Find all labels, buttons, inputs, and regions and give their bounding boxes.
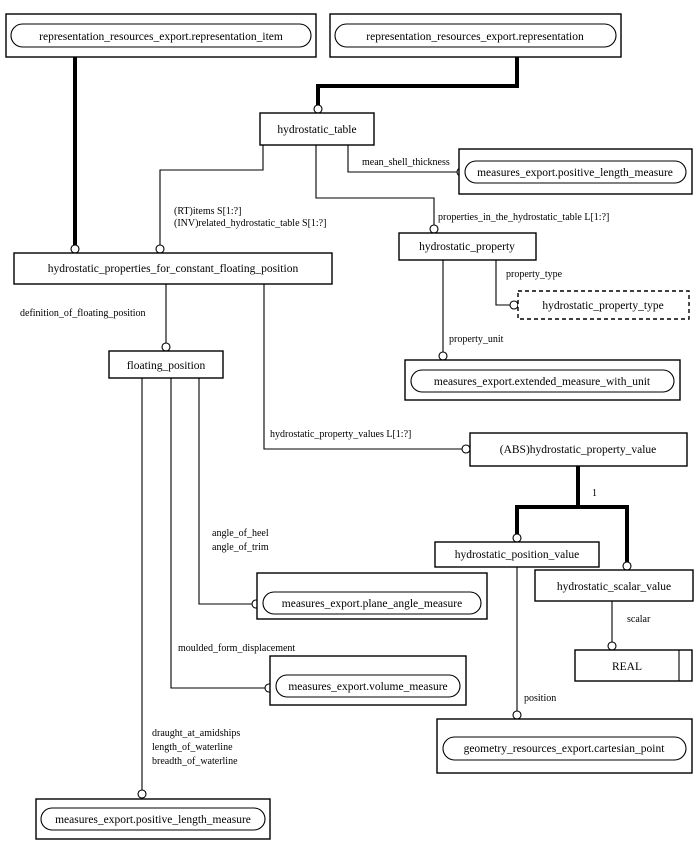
extended-measure-with-unit-label: measures_export.extended_measure_with_un… (434, 376, 651, 388)
label-draught-at-amidships: draught_at_amidships (152, 728, 240, 739)
label-angle-of-trim: angle_of_trim (212, 542, 269, 553)
floating-position-label: floating_position (127, 360, 206, 372)
entity-hydrostatic-table: hydrostatic_table (259, 112, 375, 146)
hydrostatic-table-label: hydrostatic_table (277, 124, 356, 136)
hydrostatic-properties-for-constant-floating-position-label: hydrostatic_properties_for_constant_floa… (48, 263, 299, 275)
entity-real: REAL (574, 649, 693, 682)
label-property-unit: property_unit (449, 334, 504, 345)
hydrostatic-property-type-label: hydrostatic_property_type (542, 300, 663, 312)
entity-hydrostatic-property: hydrostatic_property (398, 232, 537, 261)
real-label: REAL (612, 661, 642, 673)
label-cardinality-one: 1 (592, 488, 597, 499)
entity-hydrostatic-property-type: hydrostatic_property_type (517, 290, 690, 320)
label-breadth-of-waterline: breadth_of_waterline (152, 756, 238, 767)
attribute-labels: mean_shell_thickness (RT)items S[1:?] (I… (20, 157, 651, 767)
plane-angle-measure-label: measures_export.plane_angle_measure (282, 598, 462, 610)
label-properties-in-the-hydrostatic-table: properties_in_the_hydrostatic_table L[1:… (438, 212, 609, 223)
label-rt-items: (RT)items S[1:?] (174, 206, 241, 217)
positive-length-measure-top-label: measures_export.positive_length_measure (477, 167, 673, 179)
hydrostatic-property-value-label: (ABS)hydrostatic_property_value (500, 444, 657, 456)
volume-measure-label: measures_export.volume_measure (288, 681, 447, 693)
positive-length-measure-bottom-label: measures_export.positive_length_measure (55, 814, 251, 826)
entity-extended-measure-with-unit: measures_export.extended_measure_with_un… (404, 359, 681, 401)
entity-hydrostatic-scalar-value: hydrostatic_scalar_value (534, 569, 694, 602)
representation-item-label: representation_resources_export.represen… (39, 31, 283, 43)
label-property-type: property_type (506, 269, 563, 280)
hydrostatic-scalar-value-label: hydrostatic_scalar_value (557, 581, 671, 593)
label-moulded-form-displacement: moulded_form_displacement (178, 643, 295, 654)
entity-representation-item: representation_resources_export.represen… (5, 13, 317, 58)
hydrostatic-property-label: hydrostatic_property (419, 241, 515, 253)
representation-label: representation_resources_export.represen… (366, 31, 584, 43)
relationship-lines (73, 57, 629, 791)
entity-volume-measure: measures_export.volume_measure (269, 655, 467, 706)
entity-representation: representation_resources_export.represen… (329, 13, 622, 58)
label-hydrostatic-property-values: hydrostatic_property_values L[1:?] (270, 429, 411, 440)
label-scalar: scalar (627, 614, 651, 625)
label-length-of-waterline: length_of_waterline (152, 742, 233, 753)
entity-hydrostatic-properties-for-constant-floating-position: hydrostatic_properties_for_constant_floa… (13, 252, 333, 285)
label-mean-shell-thickness: mean_shell_thickness (362, 157, 450, 168)
entity-positive-length-measure-top: measures_export.positive_length_measure (458, 148, 693, 195)
hydrostatic-position-value-label: hydrostatic_position_value (455, 549, 580, 561)
entity-cartesian-point: geometry_resources_export.cartesian_poin… (436, 718, 693, 774)
entity-hydrostatic-property-value: (ABS)hydrostatic_property_value (469, 432, 688, 467)
label-definition-of-floating-position: definition_of_floating_position (20, 308, 146, 319)
cartesian-point-label: geometry_resources_export.cartesian_poin… (464, 743, 666, 755)
entity-hydrostatic-position-value: hydrostatic_position_value (434, 541, 600, 568)
entity-floating-position: floating_position (108, 350, 224, 379)
label-angle-of-heel: angle_of_heel (212, 528, 269, 539)
entity-plane-angle-measure: measures_export.plane_angle_measure (256, 572, 488, 620)
label-inv-related-hydrostatic-table: (INV)related_hydrostatic_table S[1:?] (174, 218, 326, 229)
entity-positive-length-measure-bottom: measures_export.positive_length_measure (35, 798, 271, 840)
label-position: position (524, 693, 556, 704)
